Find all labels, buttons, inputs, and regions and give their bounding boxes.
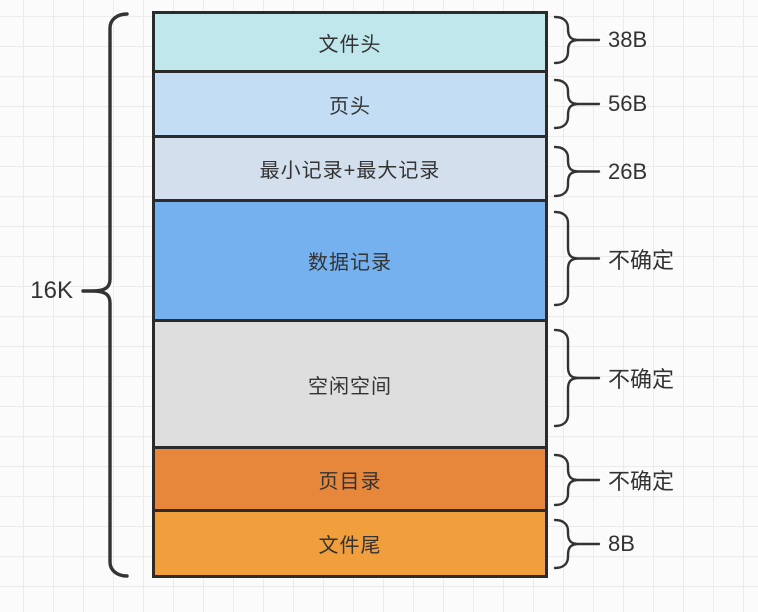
page-structure-stack: 文件头 页头 最小记录+最大记录 数据记录 空闲空间 页目录 文件尾 <box>152 11 548 578</box>
block-file-trailer-label: 文件尾 <box>318 535 382 557</box>
block-min-max-records-label: 最小记录+最大记录 <box>259 160 441 182</box>
brace-page-directory <box>553 453 601 507</box>
size-label-file-header: 38B <box>608 27 648 52</box>
size-label-min-max-records: 26B <box>608 159 648 184</box>
brace-free-space <box>553 328 601 428</box>
brace-file-trailer <box>553 518 601 570</box>
block-free-space-label: 空闲空间 <box>308 375 392 398</box>
block-free-space: 空闲空间 <box>155 322 545 449</box>
total-size-label: 16K <box>30 277 73 304</box>
brace-min-max-records <box>553 145 601 198</box>
block-page-directory: 页目录 <box>155 449 545 512</box>
brace-data-records <box>553 210 601 307</box>
size-label-free-space: 不确定 <box>608 367 675 392</box>
block-page-directory-label: 页目录 <box>318 470 382 493</box>
block-min-max-records: 最小记录+最大记录 <box>155 138 545 202</box>
size-label-data-records: 不确定 <box>608 248 675 273</box>
left-brace-16k <box>81 12 129 578</box>
block-data-records-label: 数据记录 <box>308 252 392 274</box>
block-file-header-label: 文件头 <box>318 33 382 56</box>
block-file-trailer: 文件尾 <box>155 512 545 575</box>
block-page-header: 页头 <box>155 73 545 138</box>
size-label-page-directory: 不确定 <box>608 469 675 494</box>
brace-file-header <box>553 15 601 65</box>
size-label-file-trailer: 8B <box>608 531 635 556</box>
block-page-header-label: 页头 <box>329 95 371 118</box>
size-label-page-header: 56B <box>608 91 648 116</box>
block-file-header: 文件头 <box>155 14 545 73</box>
block-data-records: 数据记录 <box>155 202 545 322</box>
brace-page-header <box>553 78 601 130</box>
